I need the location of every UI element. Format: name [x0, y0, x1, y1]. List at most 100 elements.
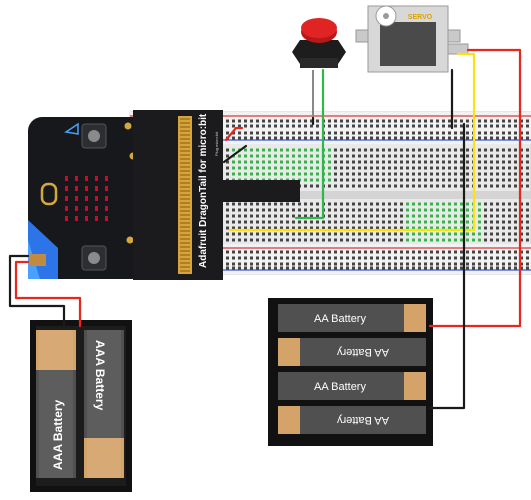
breadboard-hole — [394, 131, 397, 135]
breadboard-hole — [262, 266, 265, 270]
breadboard-hole — [238, 250, 241, 254]
breadboard-hole — [478, 178, 481, 182]
breadboard-hole — [406, 172, 409, 176]
breadboard-hole — [268, 166, 271, 170]
breadboard-hole — [526, 232, 529, 236]
breadboard-hole — [520, 160, 523, 164]
breadboard-hole — [370, 178, 373, 182]
breadboard-hole — [406, 178, 409, 182]
aaa-battery-right: AAA Battery — [84, 330, 124, 478]
breadboard-hole — [316, 119, 319, 123]
breadboard-hole — [394, 178, 397, 182]
breadboard-hole — [514, 148, 517, 152]
breadboard-hole — [250, 119, 253, 123]
breadboard-hole — [484, 256, 487, 260]
breadboard-hole — [418, 166, 421, 170]
breadboard-hole — [502, 154, 505, 158]
breadboard-hole — [448, 202, 451, 206]
breadboard-hole — [310, 160, 313, 164]
breadboard-hole — [364, 250, 367, 254]
breadboard-hole — [226, 154, 229, 158]
breadboard-hole — [232, 208, 235, 212]
breadboard-hole — [496, 250, 499, 254]
breadboard-hole — [376, 202, 379, 206]
breadboard-hole — [316, 266, 319, 270]
breadboard-hole — [412, 184, 415, 188]
breadboard-hole — [316, 148, 319, 152]
breadboard-hole — [382, 256, 385, 260]
led — [95, 176, 98, 181]
breadboard-hole — [478, 131, 481, 135]
edge-contact — [180, 170, 190, 172]
breadboard-hole — [484, 131, 487, 135]
breadboard-hole — [316, 178, 319, 182]
breadboard-hole — [376, 208, 379, 212]
breadboard-hole — [400, 148, 403, 152]
breadboard-hole — [454, 214, 457, 218]
breadboard-hole — [280, 226, 283, 230]
breadboard-hole — [286, 154, 289, 158]
breadboard-hole — [412, 136, 415, 140]
breadboard-hole — [298, 256, 301, 260]
led — [95, 206, 98, 211]
breadboard-hole — [508, 220, 511, 224]
breadboard-hole — [250, 202, 253, 206]
breadboard-hole — [250, 166, 253, 170]
breadboard-hole — [388, 232, 391, 236]
breadboard-hole — [226, 250, 229, 254]
breadboard-hole — [436, 238, 439, 242]
breadboard-hole — [316, 154, 319, 158]
breadboard-hole — [484, 232, 487, 236]
breadboard-hole — [406, 214, 409, 218]
led — [65, 186, 68, 191]
breadboard-hole — [460, 220, 463, 224]
breadboard-hole — [262, 131, 265, 135]
breadboard-hole — [226, 232, 229, 236]
breadboard-hole — [430, 124, 433, 128]
breadboard-hole — [514, 262, 517, 266]
breadboard-hole — [400, 256, 403, 260]
breadboard-hole — [286, 119, 289, 123]
breadboard-hole — [274, 262, 277, 266]
breadboard-hole — [520, 214, 523, 218]
breadboard-hole — [478, 166, 481, 170]
breadboard-hole — [226, 266, 229, 270]
breadboard-hole — [448, 226, 451, 230]
breadboard-hole — [424, 250, 427, 254]
breadboard-hole — [352, 208, 355, 212]
edge-contact — [180, 214, 190, 216]
breadboard-hole — [262, 208, 265, 212]
breadboard-hole — [280, 148, 283, 152]
breadboard-hole — [424, 160, 427, 164]
breadboard-hole — [400, 202, 403, 206]
breadboard-hole — [484, 238, 487, 242]
breadboard-hole — [238, 202, 241, 206]
breadboard-hole — [340, 131, 343, 135]
edge-contact — [180, 146, 190, 148]
breadboard-hole — [346, 220, 349, 224]
breadboard-hole — [352, 220, 355, 224]
breadboard-hole — [274, 208, 277, 212]
breadboard-hole — [394, 136, 397, 140]
breadboard-hole — [298, 214, 301, 218]
breadboard-hole — [274, 136, 277, 140]
breadboard-hole — [298, 232, 301, 236]
breadboard-hole — [496, 154, 499, 158]
breadboard-hole — [388, 136, 391, 140]
breadboard-hole — [520, 166, 523, 170]
breadboard-hole — [406, 131, 409, 135]
breadboard-hole — [394, 124, 397, 128]
breadboard-hole — [346, 166, 349, 170]
breadboard-hole — [370, 172, 373, 176]
breadboard-hole — [334, 124, 337, 128]
breadboard-hole — [262, 154, 265, 158]
breadboard-hole — [508, 202, 511, 206]
breadboard-hole — [394, 160, 397, 164]
breadboard-hole — [352, 256, 355, 260]
breadboard-hole — [502, 262, 505, 266]
breadboard-hole — [520, 136, 523, 140]
breadboard-hole — [388, 160, 391, 164]
breadboard-hole — [442, 208, 445, 212]
breadboard-hole — [268, 266, 271, 270]
breadboard-hole — [358, 136, 361, 140]
